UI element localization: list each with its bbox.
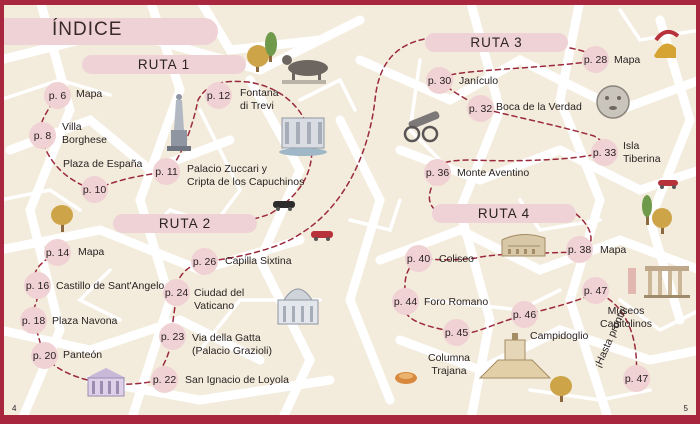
stop-label[interactable]: San Ignacio de Loyola	[185, 374, 289, 386]
page-title: ÍNDICE	[52, 19, 123, 40]
frame-left	[0, 0, 4, 424]
stop-badge[interactable]: p. 33	[591, 139, 618, 166]
car-icon-3	[658, 180, 678, 189]
stop-badge[interactable]: p. 18	[20, 307, 47, 334]
stop-badge[interactable]: p. 28	[582, 46, 609, 73]
bread-icon	[395, 372, 417, 384]
stop-badge[interactable]: p. 23	[159, 323, 186, 350]
stop-label[interactable]: Isla Tiberina	[623, 140, 661, 165]
stop-badge[interactable]: p. 26	[191, 248, 218, 275]
route-2-banner: RUTA 2	[113, 214, 257, 233]
gladiator-helmet-icon	[654, 29, 680, 58]
stop-label[interactable]: Fontana di Trevi	[240, 87, 279, 112]
stop-label[interactable]: Foro Romano	[424, 296, 489, 308]
tree-icon-4	[550, 376, 572, 402]
stop-badge[interactable]: p. 16	[24, 272, 51, 299]
stop-label[interactable]: Palacio Zuccari y Cripta de los Capuchin…	[187, 163, 305, 188]
stop-badge[interactable]: p. 47	[582, 277, 609, 304]
stop-badge[interactable]: p. 12	[205, 82, 232, 109]
stop-label[interactable]: Coliseo	[439, 253, 475, 265]
stop-badge[interactable]: p. 20	[31, 342, 58, 369]
stop-badge[interactable]: p. 6	[44, 82, 71, 109]
stop-badge[interactable]: p. 10	[81, 176, 108, 203]
she-wolf-icon	[282, 55, 328, 84]
tree-icon	[247, 32, 277, 72]
stop-label[interactable]: Villa Borghese	[62, 121, 107, 146]
forum-ruins-icon	[628, 266, 690, 298]
stop-label[interactable]: Museos Capitolinos	[600, 305, 652, 330]
stop-badge[interactable]: p. 47	[623, 365, 650, 392]
car-icon	[273, 201, 295, 211]
stop-label[interactable]: Capilla Sixtina	[225, 255, 292, 267]
stop-badge[interactable]: p. 44	[392, 288, 419, 315]
cannon-icon	[403, 111, 440, 143]
stop-label[interactable]: Panteón	[63, 349, 103, 361]
route-4-banner: RUTA 4	[432, 204, 576, 223]
stop-label[interactable]: Mapa	[78, 246, 105, 258]
page-number-left: 4	[12, 404, 17, 413]
stop-label[interactable]: Campidoglio	[530, 330, 589, 342]
stop-label[interactable]: Monte Aventino	[457, 167, 530, 179]
stop-badge[interactable]: p. 8	[29, 122, 56, 149]
stop-badge[interactable]: p. 32	[467, 95, 494, 122]
stop-label[interactable]: Boca de la Verdad	[496, 101, 582, 113]
car-icon-2	[311, 231, 333, 241]
stop-badge[interactable]: p. 46	[511, 301, 538, 328]
stop-label[interactable]: Columna Trajana	[428, 352, 471, 377]
pantheon-icon	[86, 368, 126, 397]
frame-right	[696, 0, 700, 424]
stop-badge[interactable]: p. 36	[424, 159, 451, 186]
saint-peter-dome-icon	[277, 288, 319, 325]
stop-badge[interactable]: p. 40	[405, 245, 432, 272]
route-1-banner: RUTA 1	[82, 55, 246, 74]
stop-label[interactable]: Plaza de España	[63, 158, 143, 170]
stop-label[interactable]: Mapa	[76, 88, 103, 100]
trevi-fountain-icon	[279, 117, 327, 156]
stop-label[interactable]: Mapa	[614, 54, 641, 66]
stop-label[interactable]: Castillo de Sant'Angelo	[56, 280, 165, 292]
tree-icon-2	[642, 195, 672, 234]
stop-badge[interactable]: p. 45	[443, 319, 470, 346]
title-banner	[0, 18, 218, 45]
stop-label[interactable]: Janículo	[459, 75, 499, 87]
stop-badge[interactable]: p. 22	[151, 366, 178, 393]
mouth-of-truth-icon	[596, 85, 630, 119]
campidoglio-icon	[478, 333, 552, 379]
page-number-right: 5	[683, 404, 688, 413]
stop-badge[interactable]: p. 24	[163, 279, 190, 306]
stop-label[interactable]: Mapa	[600, 244, 627, 256]
stop-badge[interactable]: p. 30	[426, 67, 453, 94]
tree-icon-3	[51, 205, 73, 232]
stop-label[interactable]: Via della Gatta (Palacio Grazioli)	[192, 332, 272, 357]
colosseum-icon	[501, 234, 546, 257]
stop-badge[interactable]: p. 14	[44, 239, 71, 266]
stop-label[interactable]: Plaza Navona	[52, 315, 118, 327]
stop-label[interactable]: Ciudad del Vaticano	[194, 287, 245, 312]
obelisk-icon	[167, 94, 191, 151]
route-3-banner: RUTA 3	[425, 33, 568, 52]
stop-badge[interactable]: p. 38	[566, 236, 593, 263]
stop-badge[interactable]: p. 11	[153, 158, 180, 185]
